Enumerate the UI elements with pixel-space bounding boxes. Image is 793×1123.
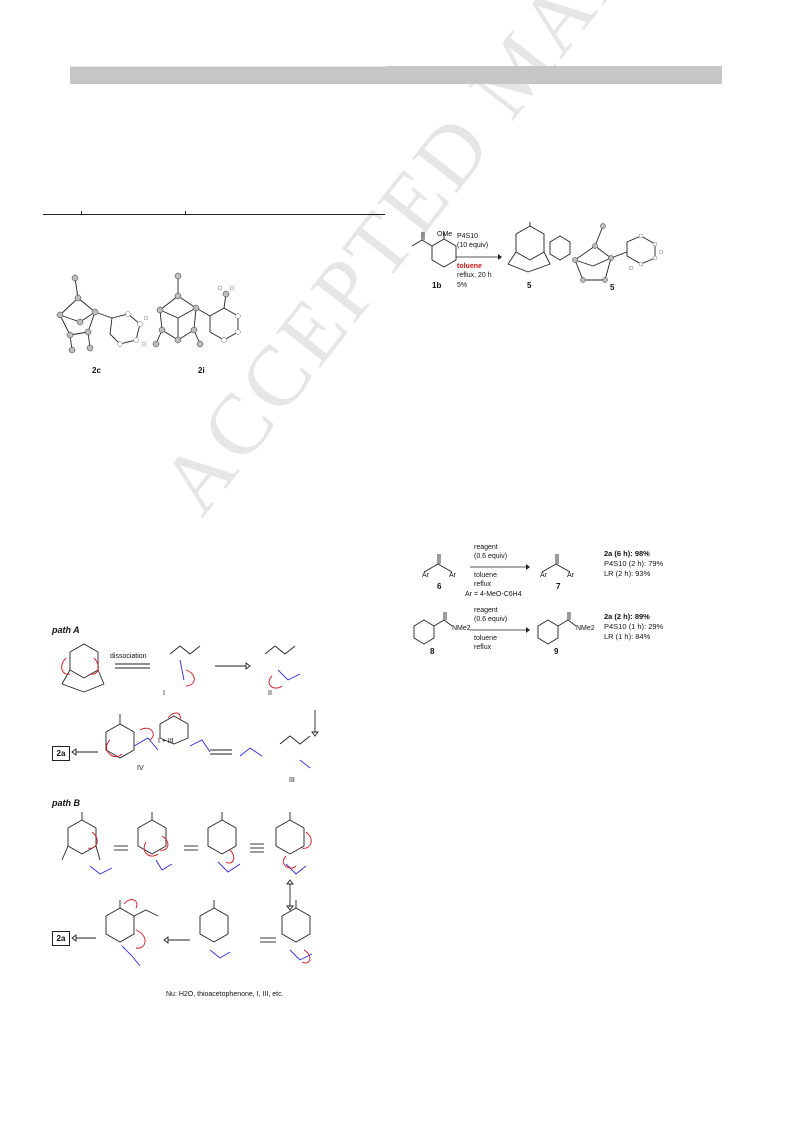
result-7-p4s10: P4S10 (2 h): 79%	[604, 559, 664, 568]
label-2i: 2i	[198, 366, 205, 375]
reagent-equiv-9: (0.6 equiv)	[474, 616, 508, 623]
substituent-1b: OMe	[437, 231, 453, 238]
reagent-equiv: (10 equiv)	[457, 242, 489, 249]
label-I-III: I + III	[158, 738, 174, 745]
table-rule	[43, 211, 385, 215]
reaction-arrow-9	[470, 627, 530, 633]
result-7-2a: 2a (6 h): 98%	[604, 549, 650, 558]
path-b-row2	[71, 899, 313, 967]
label-5: 5	[527, 281, 532, 290]
solvent-7: toluene	[474, 572, 497, 579]
result-9-lr: LR (1 h): 84%	[604, 632, 651, 641]
label-I: I	[163, 690, 165, 697]
label-2c: 2c	[92, 366, 101, 375]
results-9: 2a (2 h): 89% P4S10 (1 h): 29% LR (1 h):…	[604, 612, 663, 642]
path-a-row2	[71, 710, 319, 769]
ar-left-6: Ar	[422, 572, 429, 579]
label-III: III	[289, 777, 295, 784]
ar-right-6: Ar	[449, 572, 456, 579]
group-9: NMe2	[576, 625, 595, 632]
crystal-structure-5	[572, 223, 664, 283]
reaction-arrow-7	[470, 564, 530, 570]
nucleophile-note: Nu: H2O, thioacetophenone, I, III, etc.	[166, 991, 284, 998]
box-2a-path-b: 2a	[52, 931, 70, 946]
ar-right-7: Ar	[567, 572, 574, 579]
label-6: 6	[437, 582, 442, 591]
label-IV: IV	[137, 765, 144, 772]
dissociation-label: dissociation	[110, 653, 147, 660]
structure-7	[541, 554, 571, 573]
path-a-row1	[61, 643, 301, 693]
yield-5: 5%	[457, 282, 468, 289]
label-7: 7	[556, 582, 561, 591]
group-8: NMe2	[452, 625, 471, 632]
solvent-9: toluene	[474, 635, 497, 642]
result-9-2a: 2a (2 h): 89%	[604, 612, 650, 621]
reagent-label-7: reagent	[474, 544, 498, 551]
label-crystal-5: 5	[610, 283, 615, 292]
header-bar	[70, 66, 722, 84]
conditions-7: reflux	[474, 581, 492, 588]
result-9-p4s10: P4S10 (1 h): 29%	[604, 622, 664, 631]
path-b-row1	[61, 812, 312, 875]
reagent-label-9: reagent	[474, 607, 498, 614]
crystal-structure-2c	[56, 274, 149, 354]
label-1b: 1b	[432, 281, 442, 290]
label-8: 8	[430, 647, 435, 656]
structure-5	[507, 222, 571, 273]
crystal-structure-2i	[152, 272, 241, 348]
ar-definition: Ar = 4-MeO-C6H4	[465, 591, 522, 598]
path-b-title: path B	[52, 798, 80, 808]
conditions-reflux: reflux, 20 h	[457, 272, 492, 279]
conditions-9: reflux	[474, 644, 492, 651]
structure-9	[537, 612, 577, 645]
results-7: 2a (6 h): 98% P4S10 (2 h): 79% LR (2 h):…	[604, 549, 663, 579]
solvent-toluene: toluene	[457, 263, 482, 270]
structure-6	[423, 554, 453, 573]
structure-1b	[411, 232, 457, 268]
reaction-arrow-5	[456, 254, 502, 260]
ar-left-7: Ar	[540, 572, 547, 579]
path-b-vertical-arrow	[286, 879, 294, 911]
path-a-title: path A	[52, 625, 80, 635]
label-II: II	[268, 690, 272, 697]
reagent-p4s10: P4S10	[457, 233, 479, 240]
label-9: 9	[554, 647, 559, 656]
structure-8	[413, 612, 453, 645]
box-2a-path-a: 2a	[52, 746, 70, 761]
result-7-lr: LR (2 h): 93%	[604, 569, 651, 578]
reagent-equiv-7: (0.6 equiv)	[474, 553, 508, 560]
